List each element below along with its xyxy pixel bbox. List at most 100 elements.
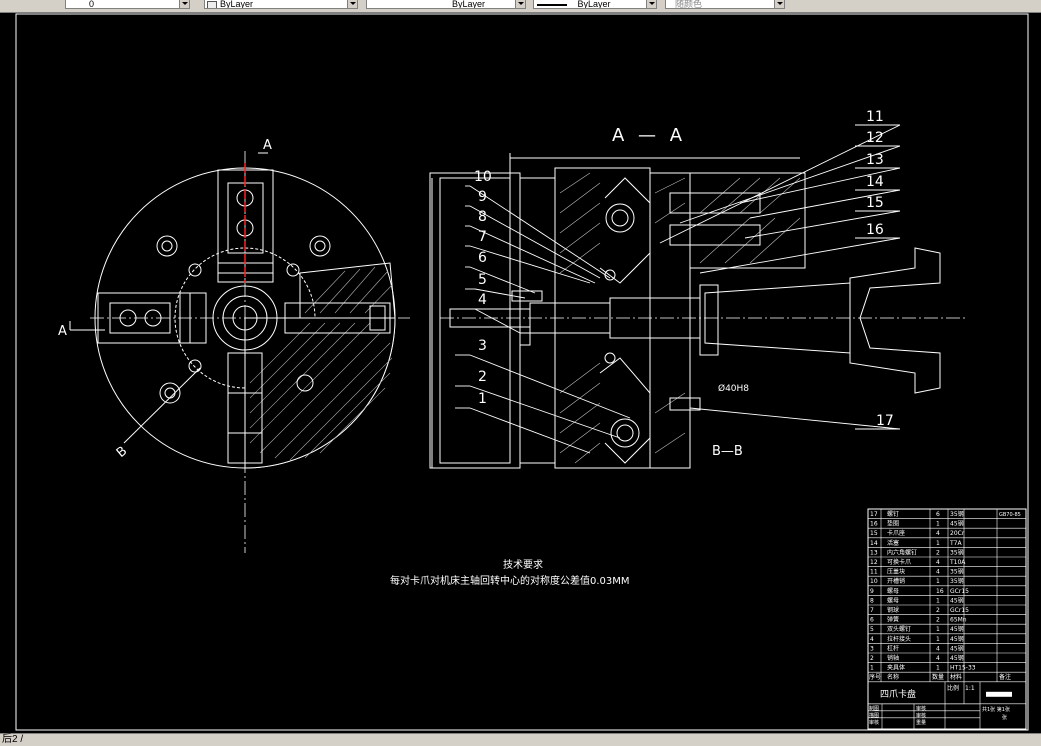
part-row-material: GCr15	[950, 588, 969, 595]
part-row-name: 夹具体	[887, 664, 905, 672]
part-row-qty: 1	[936, 626, 940, 633]
chevron-down-icon[interactable]	[179, 0, 189, 8]
part-row-material: T10A	[949, 559, 966, 566]
part-row-qty: 2	[936, 607, 940, 614]
part-row-material: 65Mn	[950, 617, 967, 624]
row-label: 审核	[869, 719, 879, 726]
drawing-name: 四爪卡盘	[880, 688, 916, 700]
part-row-name: 拉杆接头	[887, 635, 911, 643]
status-text: 后2 /	[2, 734, 24, 745]
linetype-value: ByLayer	[451, 0, 485, 9]
chevron-down-icon[interactable]	[347, 0, 357, 8]
part-row-material: HT15-33	[950, 665, 976, 672]
part-row-name: 螺母	[887, 587, 899, 595]
properties-toolbar: 0 ByLayer ByLayer ByLayer 随颜色	[0, 0, 1041, 13]
part-row-material: 35钢	[950, 568, 964, 576]
extra-label: 张	[1002, 714, 1007, 721]
color-dropdown[interactable]: ByLayer	[204, 0, 358, 9]
title-bar-mark	[986, 691, 1012, 697]
chevron-down-icon[interactable]	[646, 0, 656, 8]
linetype-dropdown[interactable]: ByLayer	[366, 0, 526, 9]
tech-requirements-title: 技术要求	[503, 558, 543, 571]
part-row-name: 螺钉	[887, 510, 899, 518]
part-row-qty: 1	[936, 665, 940, 672]
callout-leaders	[455, 124, 901, 454]
diameter-dimension: Ø40H8	[718, 383, 749, 394]
callout-1: 1	[478, 391, 487, 407]
header-name: 名称	[887, 673, 899, 681]
part-row-qty: 4	[936, 645, 940, 652]
part-row-no: 2	[870, 655, 874, 662]
part-row-qty: 2	[936, 617, 940, 624]
part-row-material: 45钢	[950, 644, 964, 652]
callout-12: 12	[866, 130, 884, 146]
callout-10: 10	[474, 169, 492, 185]
drawing-canvas[interactable]: A A B A — A	[0, 13, 1041, 733]
part-row-material: 35钢	[950, 510, 964, 518]
chevron-down-icon[interactable]	[515, 0, 525, 8]
lineweight-dropdown[interactable]: ByLayer	[533, 0, 657, 9]
part-row-qty: 2	[936, 549, 940, 556]
tech-requirements-note: 每对卡爪对机床主轴回转中心的对称度公差值0.03MM	[390, 574, 630, 587]
part-row-name: 垫圈	[887, 520, 899, 528]
command-status-bar: 后2 /	[0, 733, 1041, 746]
part-row-no: 4	[870, 636, 874, 643]
part-row-material: 45钢	[950, 520, 964, 528]
chevron-down-icon[interactable]	[774, 0, 784, 8]
scale-label: 比例	[947, 684, 959, 692]
part-row-name: 卡爪座	[887, 529, 905, 537]
color-swatch-icon	[207, 1, 217, 8]
part-row-no: 14	[870, 540, 878, 547]
part-row-name: 双头螺钉	[887, 625, 911, 633]
callout-8: 8	[478, 209, 487, 225]
section-mark-b: B	[114, 444, 130, 461]
part-row-qty: 6	[936, 511, 940, 518]
header-qty: 数量	[932, 673, 944, 681]
part-row-no: 7	[870, 607, 874, 614]
part-row-qty: 1	[936, 578, 940, 585]
part-row-no: 17	[870, 511, 878, 518]
callout-4: 4	[478, 292, 487, 308]
part-row-material: T7A	[949, 540, 962, 547]
callout-13: 13	[866, 152, 884, 168]
col-label: 审核	[916, 705, 926, 712]
part-row-no: 8	[870, 597, 874, 604]
layer-dropdown[interactable]: 0	[65, 0, 190, 9]
part-row-name: 活塞	[887, 539, 899, 547]
col-label: 重量	[916, 719, 926, 726]
part-row-no: 10	[870, 578, 878, 585]
section-view-label: A — A	[612, 125, 686, 146]
part-row-no: 3	[870, 645, 874, 652]
part-row-qty: 4	[936, 655, 940, 662]
part-row-qty: 1	[936, 540, 940, 547]
part-row-qty: 1	[936, 521, 940, 528]
callout-14: 14	[866, 174, 884, 190]
row-label: 描图	[869, 712, 879, 719]
callout-5: 5	[478, 272, 487, 288]
part-row-no: 9	[870, 588, 874, 595]
sheet-label: 共1张 第1张	[982, 706, 1010, 713]
callout-15: 15	[866, 195, 884, 211]
part-row-material: 35钢	[950, 548, 964, 556]
part-row-qty: 1	[936, 636, 940, 643]
plotstyle-dropdown[interactable]: 随颜色	[665, 0, 785, 9]
callout-3: 3	[478, 338, 487, 354]
part-row-qty: 16	[936, 588, 944, 595]
section-mark-a-top: A	[263, 138, 272, 153]
part-row-name: 销轴	[887, 654, 899, 662]
part-row-no: 12	[870, 559, 878, 566]
part-row-material: 45钢	[950, 625, 964, 633]
callout-17: 17	[876, 413, 894, 429]
callout-16: 16	[866, 222, 884, 238]
part-row-qty: 4	[936, 559, 940, 566]
col-label: 审核	[916, 712, 926, 719]
part-row-qty: 4	[936, 530, 940, 537]
callout-2: 2	[478, 369, 487, 385]
part-row-material: 45钢	[950, 635, 964, 643]
part-row-name: 弹簧	[887, 616, 899, 624]
part-row-name: 杠杆	[887, 644, 899, 652]
part-row-material: 45钢	[950, 596, 964, 604]
part-row-name: 可换卡爪	[887, 558, 911, 566]
part-row-name: 开槽销	[887, 577, 905, 585]
